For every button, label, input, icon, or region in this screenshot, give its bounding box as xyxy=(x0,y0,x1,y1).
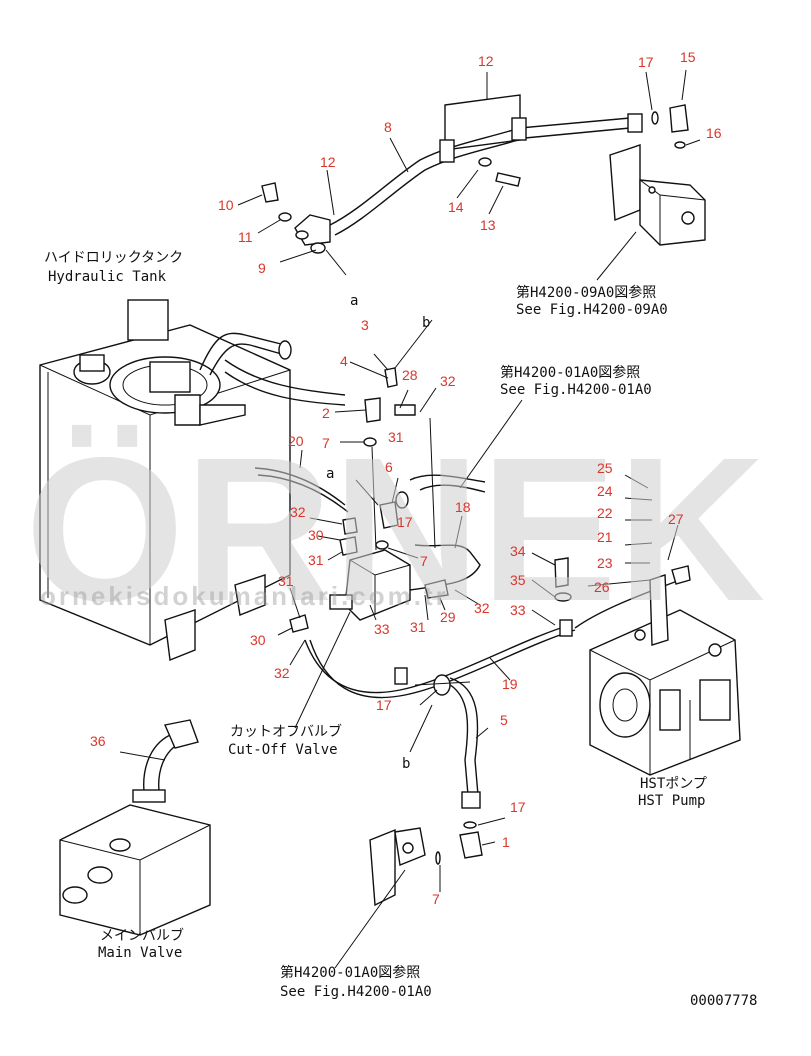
part-number: 7 xyxy=(420,553,428,569)
watermark-url: ornekisdokumanlari.com.tr xyxy=(40,581,449,611)
letter-b-top: b xyxy=(422,315,430,331)
label-ref-01a0-bot-en: See Fig.H4200-01A0 xyxy=(280,984,432,1000)
part-number: 14 xyxy=(448,199,464,215)
hydraulic-tank-drawing xyxy=(39,299,346,661)
part-number: 31 xyxy=(388,429,404,445)
part-number: 21 xyxy=(597,529,613,545)
part-number: 8 xyxy=(384,119,392,135)
part-number: 28 xyxy=(402,367,418,383)
label-main-valve-en: Main Valve xyxy=(98,945,182,961)
part-number: 2 xyxy=(322,405,330,421)
part-number: 17 xyxy=(397,514,413,530)
part-number: 13 xyxy=(480,217,496,233)
part-number: 33 xyxy=(374,621,390,637)
part-number: 25 xyxy=(597,460,613,476)
label-drawing-number: 00007778 xyxy=(690,993,757,1009)
letter-a-mid: a xyxy=(326,466,334,482)
part-number: 31 xyxy=(410,619,426,635)
label-ref-09a0-en: See Fig.H4200-09A0 xyxy=(516,302,668,318)
label-hydraulic-tank-en: Hydraulic Tank xyxy=(48,269,167,285)
label-ref-01a0-bot-jp: 第H4200-01A0図参照 xyxy=(280,964,420,981)
part-number: 24 xyxy=(597,483,613,499)
label-ref-09a0-jp: 第H4200-09A0図参照 xyxy=(516,284,656,301)
part-number: 15 xyxy=(680,49,696,65)
part-number: 27 xyxy=(668,511,684,527)
hst-pump-drawing xyxy=(589,574,741,776)
part-number: 32 xyxy=(440,373,456,389)
part-number: 4 xyxy=(340,353,348,369)
part-number: 16 xyxy=(706,125,722,141)
part-number: 10 xyxy=(218,197,234,213)
part-number: 34 xyxy=(510,543,526,559)
part-number: 30 xyxy=(308,527,324,543)
part-number: 26 xyxy=(594,579,610,595)
label-hst-jp: HSTポンプ xyxy=(640,776,707,792)
part-number: 30 xyxy=(250,632,266,648)
hose-5-drawing xyxy=(433,674,481,809)
label-ref-01a0-top-jp: 第H4200-01A0図参照 xyxy=(500,364,640,381)
part-number: 29 xyxy=(440,609,456,625)
part-number: 12 xyxy=(478,53,494,69)
part-number: 32 xyxy=(274,665,290,681)
part-number: 32 xyxy=(290,504,306,520)
bracket-01a0-drawing xyxy=(369,821,483,907)
part-number: 9 xyxy=(258,260,266,276)
label-hst-en: HST Pump xyxy=(638,793,705,809)
part-number: 18 xyxy=(455,499,471,515)
part-number: 7 xyxy=(432,891,440,907)
part-number: 17 xyxy=(376,697,392,713)
part-number: 20 xyxy=(288,433,304,449)
watermark-big: ÖRNEK xyxy=(25,415,765,644)
leader-lines xyxy=(119,69,701,969)
part-number: 3 xyxy=(361,317,369,333)
valve-block-09a0-drawing xyxy=(609,144,706,246)
part-number: 6 xyxy=(385,459,393,475)
part-number: 12 xyxy=(320,154,336,170)
part-number: 33 xyxy=(510,602,526,618)
part-number: 32 xyxy=(474,600,490,616)
part-number-callouts: 12 8 17 15 16 12 10 14 13 11 9 3 4 28 32… xyxy=(90,49,722,907)
part-number: 1 xyxy=(502,834,510,850)
part-number: 7 xyxy=(322,435,330,451)
part-number: 17 xyxy=(510,799,526,815)
label-hydraulic-tank-jp: ハイドロリックタンク xyxy=(44,250,183,266)
label-cutoff-en: Cut-Off Valve xyxy=(228,742,338,758)
label-cutoff-jp: カットオフバルブ xyxy=(230,723,342,740)
part-number: 19 xyxy=(502,676,518,692)
label-main-valve-jp: メインバルブ xyxy=(100,927,184,944)
part-number: 23 xyxy=(597,555,613,571)
part-number: 36 xyxy=(90,733,106,749)
part-number: 35 xyxy=(510,572,526,588)
letter-b-bot: b xyxy=(402,756,410,772)
part-number: 31 xyxy=(308,552,324,568)
part-number: 31 xyxy=(278,573,294,589)
main-valve-drawing xyxy=(59,719,211,936)
part-number: 11 xyxy=(238,229,253,245)
part-number: 17 xyxy=(638,54,654,70)
label-ref-01a0-top-en: See Fig.H4200-01A0 xyxy=(500,382,652,398)
hose-8-drawing xyxy=(261,94,689,254)
part-number: 22 xyxy=(597,505,613,521)
part-number: 5 xyxy=(500,712,508,728)
letter-a-top: a xyxy=(350,293,358,309)
center-fittings-drawing xyxy=(254,367,691,699)
